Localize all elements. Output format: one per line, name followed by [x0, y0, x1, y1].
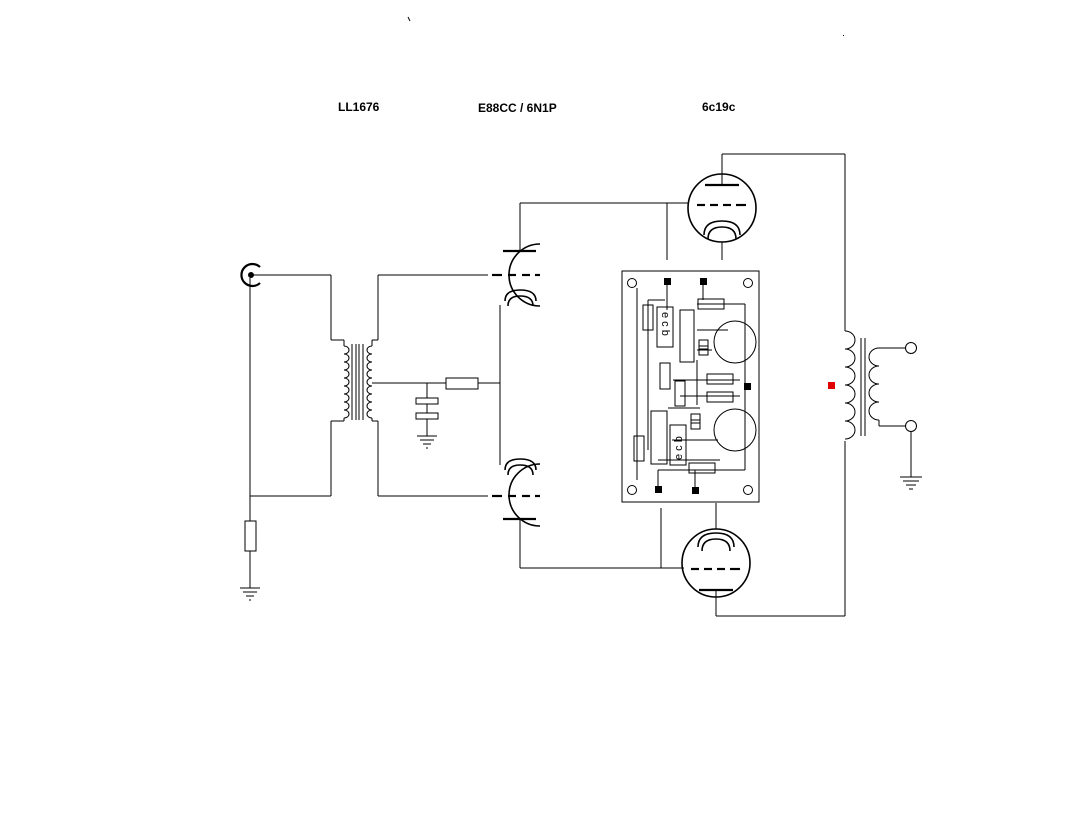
output-tube-lower-icon — [681, 503, 845, 617]
output-tube-label: 6c19c — [702, 100, 736, 114]
input-jack-icon — [240, 262, 331, 288]
driver-plate-wires — [520, 202, 688, 569]
output-tube-upper-icon — [687, 153, 845, 260]
ground-bias-icon — [417, 435, 437, 449]
driver-tube-lower-icon — [492, 458, 541, 568]
center-tap-marker — [828, 382, 835, 389]
stray-marks — [407, 16, 844, 36]
board-upper-pin-label: e c b — [659, 312, 671, 336]
input-wires — [249, 275, 332, 588]
driver-tube-label: E88CC / 6N1P — [478, 101, 557, 115]
output-transformer-icon — [844, 154, 917, 616]
secondary-wires — [377, 274, 501, 497]
driver-board-icon — [621, 270, 760, 503]
ground-output-icon — [900, 476, 922, 490]
bias-cell-icon — [415, 397, 439, 436]
driver-tube-upper-icon — [492, 203, 541, 307]
board-lower-pin-label: e c b — [673, 436, 685, 460]
ground-input-icon — [240, 587, 260, 601]
input-transformer-icon — [331, 339, 378, 422]
input-resistor-icon — [244, 520, 257, 552]
bias-resistor-icon — [445, 377, 479, 390]
input-transformer-label: LL1676 — [338, 100, 380, 114]
